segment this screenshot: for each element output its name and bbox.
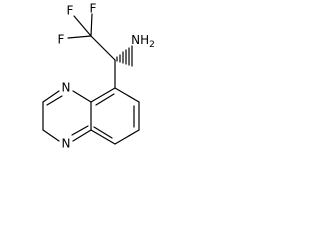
atom-nh2: NH2	[131, 33, 155, 50]
bond-cf3-ch	[90, 35, 116, 61]
pyrazine-ring	[42, 90, 92, 142]
bond-c-f2	[90, 13, 93, 37]
atom-nh2-main: NH	[131, 33, 149, 47]
benzo-ring	[90, 87, 140, 145]
atom-f3: F	[58, 33, 65, 47]
molecule-structure: F F F NH2 N N	[42, 2, 155, 151]
atom-f1: F	[67, 4, 74, 18]
atom-n1: N	[62, 81, 71, 95]
bond-c-f3	[67, 35, 92, 39]
hashed-wedge-bond	[116, 45, 133, 67]
bond-c-f1	[73, 15, 92, 37]
atom-nh2-subscript: 2	[149, 40, 155, 50]
atom-f2: F	[90, 2, 97, 16]
atom-n4: N	[62, 137, 71, 151]
